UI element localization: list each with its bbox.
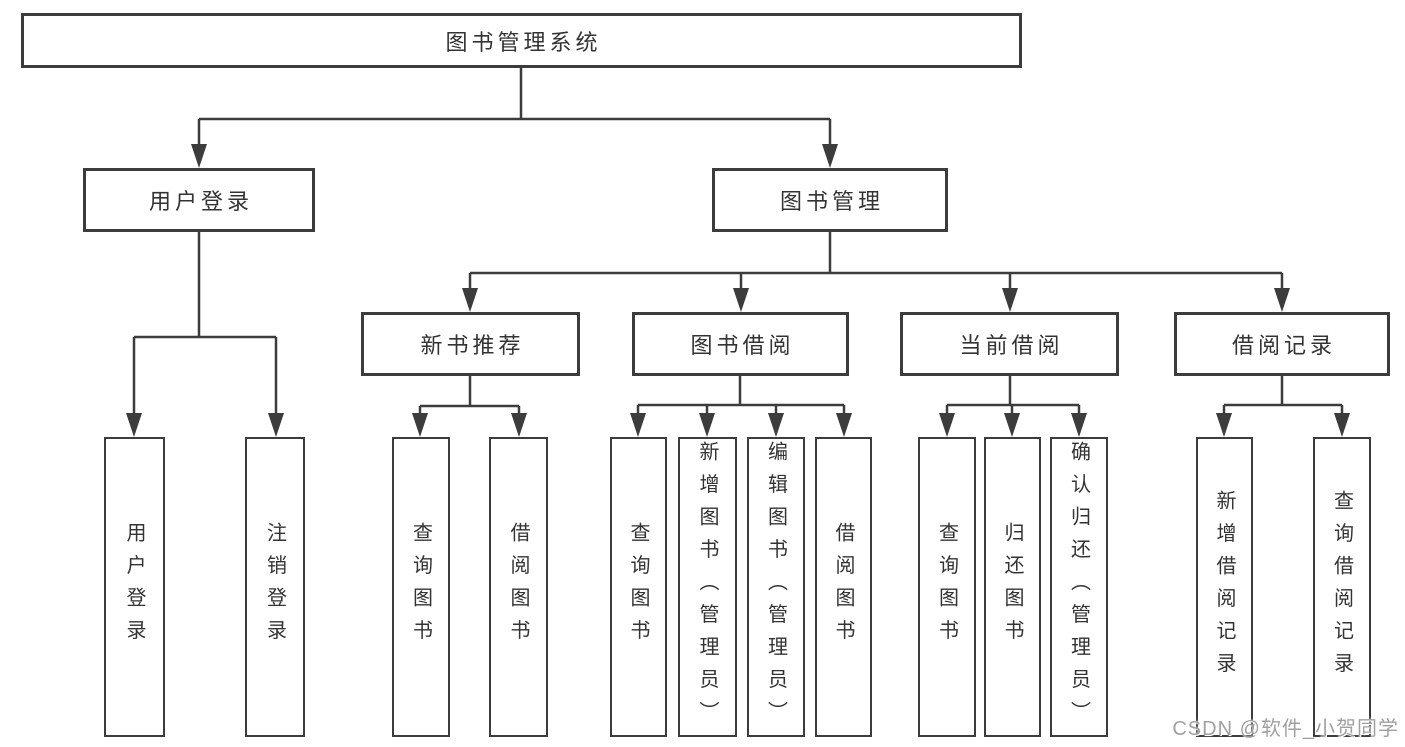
leaf-label: 归还图书	[1001, 522, 1023, 652]
node-user-login-label: 用户登录	[148, 189, 253, 214]
node-current-borrow-label: 当前借阅	[959, 333, 1064, 358]
leaf-label: 注销登录	[263, 522, 286, 652]
leaf-label: 查询借阅记录	[1330, 489, 1353, 685]
wire-book-mgmt-children	[468, 232, 1284, 290]
node-current-borrow: 当前借阅	[900, 312, 1119, 376]
leaf-label: 编辑图书（管理员）	[764, 440, 787, 734]
arrowhead	[126, 413, 142, 437]
arrowhead	[1004, 413, 1020, 437]
leaf-borrow-books-1: 借阅图书	[489, 437, 548, 737]
leaf-query-books-3: 查询图书	[918, 437, 976, 737]
node-book-management-label: 图书管理	[779, 189, 884, 214]
leaf-add-borrow-record: 新增借阅记录	[1196, 437, 1253, 737]
arrowhead	[733, 288, 749, 312]
arrowheads	[126, 144, 1350, 437]
arrowhead	[768, 413, 784, 437]
csdn-watermark: CSDN @软件_小贺同学	[1172, 718, 1399, 740]
leaf-query-books-2: 查询图书	[610, 437, 667, 737]
wire-current-children	[945, 376, 1081, 415]
arrowhead	[1071, 413, 1087, 437]
leaf-query-books-1: 查询图书	[392, 437, 450, 737]
wire-borrow-children	[636, 376, 846, 415]
leaf-confirm-return-admin: 确认归还（管理员）	[1050, 437, 1108, 737]
leaf-label: 查询图书	[627, 522, 649, 652]
leaf-add-book-admin: 新增图书（管理员）	[678, 437, 737, 737]
leaf-label: 查询图书	[935, 522, 958, 652]
arrowhead	[511, 413, 527, 437]
node-borrow-records: 借阅记录	[1174, 312, 1390, 376]
arrowhead	[412, 413, 428, 437]
node-book-borrow: 图书借阅	[632, 312, 849, 376]
node-user-login: 用户登录	[83, 168, 315, 232]
arrowhead	[1274, 288, 1290, 312]
arrowhead	[268, 413, 284, 437]
leaf-label: 查询图书	[409, 522, 432, 652]
node-book-borrow-label: 图书借阅	[690, 333, 795, 358]
wire-user-login-children	[132, 232, 278, 415]
arrowhead	[699, 413, 715, 437]
wire-root-to-branches	[197, 68, 832, 146]
node-new-book-recommend: 新书推荐	[361, 312, 580, 376]
wire-new-books-children	[418, 376, 521, 415]
node-root-label: 图书管理系统	[445, 29, 602, 55]
leaf-label: 用户登录	[123, 522, 145, 652]
node-book-management: 图书管理	[712, 168, 948, 232]
arrowhead	[939, 413, 955, 437]
arrowhead	[191, 144, 207, 168]
leaf-label: 新增图书（管理员）	[696, 440, 718, 734]
leaf-label: 确认归还（管理员）	[1067, 440, 1090, 734]
leaf-label: 借阅图书	[507, 522, 529, 652]
leaf-edit-book-admin: 编辑图书（管理员）	[747, 437, 805, 737]
node-borrow-records-label: 借阅记录	[1231, 333, 1336, 358]
leaf-query-borrow-record: 查询借阅记录	[1313, 437, 1371, 737]
arrowhead	[462, 288, 478, 312]
arrowhead	[836, 413, 852, 437]
leaf-user-login: 用户登录	[104, 437, 165, 737]
node-new-book-recommend-label: 新书推荐	[420, 333, 525, 358]
node-root: 图书管理系统	[21, 13, 1022, 68]
arrowhead	[822, 144, 838, 168]
leaf-return-book: 归还图书	[984, 437, 1041, 737]
leaf-label: 新增借阅记录	[1213, 489, 1235, 685]
leaf-label: 借阅图书	[832, 522, 854, 652]
arrowhead	[1002, 288, 1018, 312]
arrowhead	[630, 413, 646, 437]
leaf-logout: 注销登录	[245, 437, 305, 737]
arrowhead	[1216, 413, 1232, 437]
arrowhead	[1334, 413, 1350, 437]
leaf-borrow-books-2: 借阅图书	[815, 437, 872, 737]
wire-records-children	[1222, 376, 1344, 415]
